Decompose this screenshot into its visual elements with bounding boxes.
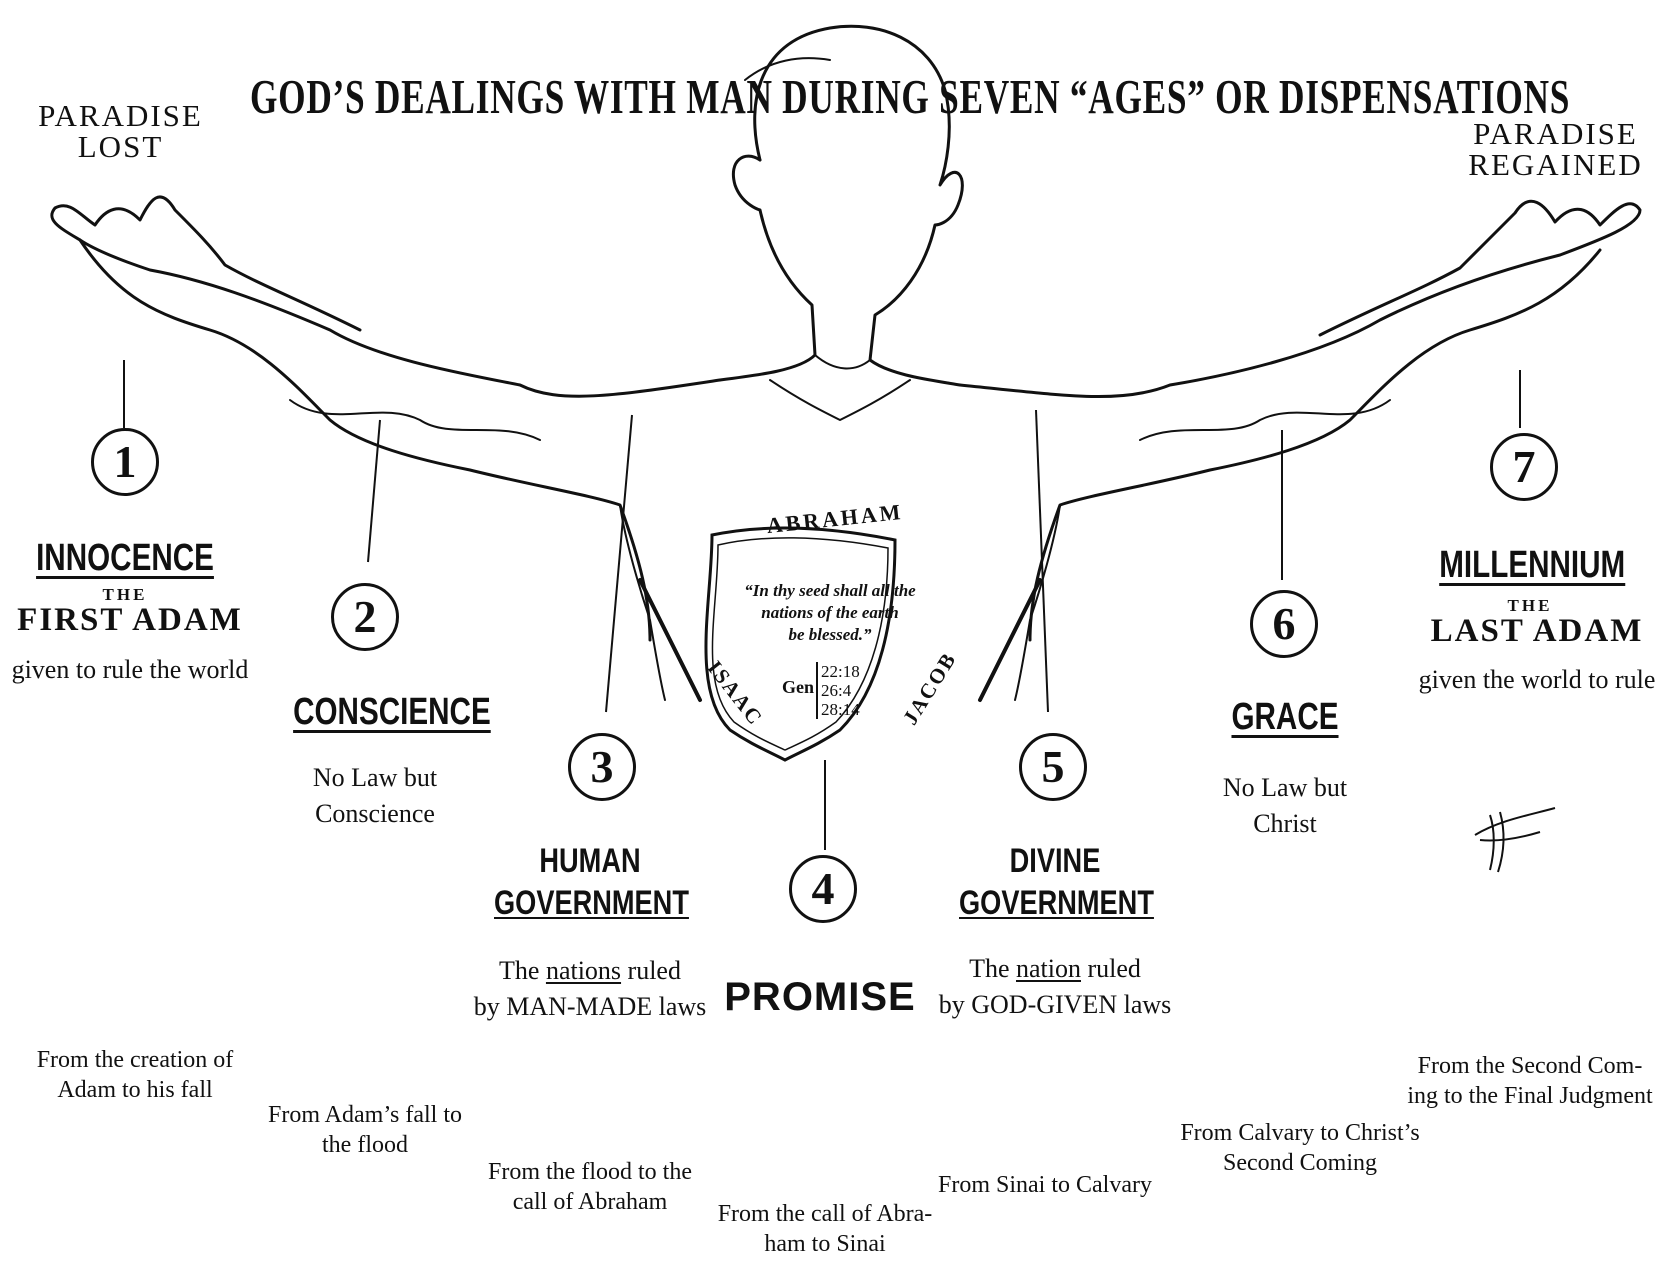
corner-right-line-2: REGAINED (1453, 149, 1658, 180)
period-6-line-2: Second Coming (1150, 1148, 1450, 1178)
period-1-line-2: Adam to his fall (0, 1075, 270, 1105)
shield-quote-line-3: be blessed.” (715, 624, 945, 646)
shield-ref-book: Gen (782, 678, 812, 696)
period-3-line-1: From the flood to the (470, 1157, 710, 1187)
dispensation-number-2: 2 (331, 583, 399, 651)
divine-gov-desc-line-1: The nation ruled (935, 951, 1175, 987)
grace-period: From Calvary to Christ’s Second Coming (1150, 1118, 1450, 1178)
last-adam-label: LAST ADAM (1408, 615, 1666, 648)
divine-gov-line-2: GOVERNMENT (959, 882, 1151, 924)
period-7-line-2: ing to the Final Judgment (1395, 1081, 1665, 1111)
human-government-desc: The nations ruled by MAN-MADE laws (470, 953, 710, 1025)
grace-desc-line-2: Christ (1185, 806, 1385, 842)
divine-gov-desc-pre: The (969, 954, 1016, 983)
divine-government-period: From Sinai to Calvary (925, 1170, 1165, 1200)
page-title: GOD’S DEALINGS WITH MAN DURING SEVEN “AG… (250, 72, 1096, 121)
right-arm (960, 201, 1640, 396)
dispensation-number-5: 5 (1019, 733, 1087, 801)
shield-quote-line-1: “In thy seed shall all the (715, 580, 945, 602)
conscience-desc: No Law but Conscience (270, 760, 480, 832)
grace-desc-line-1: No Law but (1185, 770, 1385, 806)
shield-ref-1: 22:18 (821, 662, 871, 681)
dispensation-name-promise: PROMISE (720, 977, 920, 1017)
divine-gov-line-1: DIVINE (959, 840, 1151, 882)
human-gov-desc-key: nations (546, 956, 621, 985)
dispensation-name-divine-government: DIVINE GOVERNMENT (959, 840, 1151, 924)
millennium-period: From the Second Com- ing to the Final Ju… (1395, 1051, 1665, 1111)
dispensation-number-6: 6 (1250, 590, 1318, 658)
human-gov-desc-line-2: by MAN-MADE laws (470, 989, 710, 1025)
shield-ref-2: 26:4 (821, 681, 871, 700)
divine-gov-desc-key: nation (1016, 954, 1081, 983)
the-label-7: THE (1420, 597, 1640, 614)
left-arm (52, 197, 720, 396)
period-6-line-1: From Calvary to Christ’s (1150, 1118, 1450, 1148)
divine-gov-desc-line-2: by GOD-GIVEN laws (935, 987, 1175, 1023)
period-3-line-2: call of Abraham (470, 1187, 710, 1217)
divine-gov-desc-post: ruled (1081, 954, 1141, 983)
human-gov-line-2: GOVERNMENT (494, 882, 686, 924)
millennium-desc: given the world to rule (1408, 662, 1666, 698)
innocence-desc: given to rule the world (0, 652, 260, 688)
dispensation-number-7: 7 (1490, 433, 1558, 501)
dispensation-name-conscience: CONSCIENCE (293, 692, 457, 732)
innocence-period: From the creation of Adam to his fall (0, 1045, 270, 1105)
human-gov-desc-line-1: The nations ruled (470, 953, 710, 989)
dispensation-name-millennium: MILLENNIUM (1439, 545, 1611, 585)
artist-signature (1475, 808, 1555, 872)
corner-left-line-1: PARADISE (18, 100, 223, 131)
dispensation-name-innocence: INNOCENCE (28, 538, 223, 578)
shield-ref-3: 28:14 (821, 700, 871, 719)
shield-quote-line-2: nations of the earth (715, 602, 945, 624)
period-4-line-2: ham to Sinai (695, 1229, 955, 1259)
the-label-1: THE (0, 586, 250, 603)
period-1-line-1: From the creation of (0, 1045, 270, 1075)
shield-quote: “In thy seed shall all the nations of th… (715, 580, 945, 646)
paradise-lost-label: PARADISE LOST (18, 100, 223, 162)
dispensation-name-human-government: HUMAN GOVERNMENT (494, 840, 686, 924)
period-4-line-1: From the call of Abra- (695, 1199, 955, 1229)
grace-desc: No Law but Christ (1185, 770, 1385, 842)
divine-government-desc: The nation ruled by GOD-GIVEN laws (935, 951, 1175, 1023)
corner-left-line-2: LOST (18, 131, 223, 162)
dispensation-number-1: 1 (91, 428, 159, 496)
conscience-period: From Adam’s fall to the flood (250, 1100, 480, 1160)
human-gov-desc-pre: The (499, 956, 546, 985)
conscience-desc-line-1: No Law but (270, 760, 480, 796)
period-2-line-1: From Adam’s fall to (250, 1100, 480, 1130)
first-adam-label: FIRST ADAM (0, 604, 260, 637)
paradise-regained-label: PARADISE REGAINED (1453, 118, 1658, 180)
human-gov-line-1: HUMAN (494, 840, 686, 882)
promise-period: From the call of Abra- ham to Sinai (695, 1199, 955, 1259)
dispensation-number-3: 3 (568, 733, 636, 801)
dispensation-name-grace: GRACE (1211, 697, 1359, 737)
corner-right-line-1: PARADISE (1453, 118, 1658, 149)
human-gov-desc-post: ruled (621, 956, 681, 985)
dispensation-number-4: 4 (789, 855, 857, 923)
shield-refs: 22:18 26:4 28:14 (816, 662, 871, 719)
human-government-period: From the flood to the call of Abraham (470, 1157, 710, 1217)
conscience-desc-line-2: Conscience (270, 796, 480, 832)
period-2-line-2: the flood (250, 1130, 480, 1160)
period-7-line-1: From the Second Com- (1395, 1051, 1665, 1081)
